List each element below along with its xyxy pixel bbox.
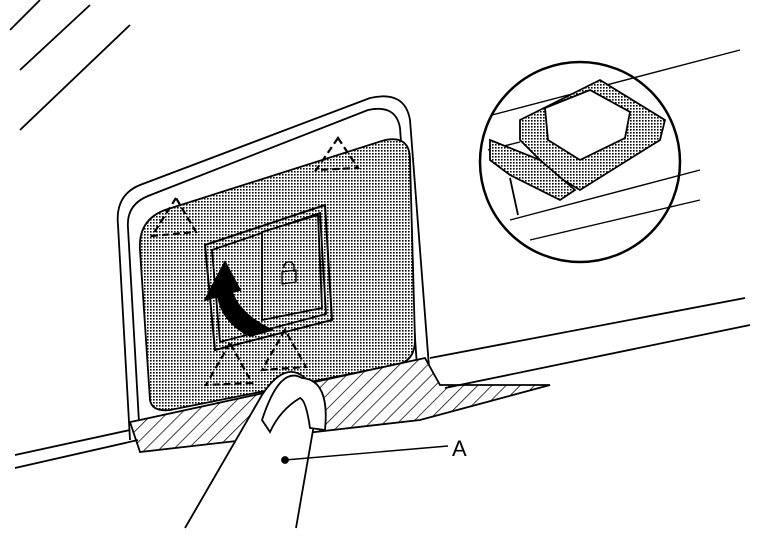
clip-triangles [149, 136, 360, 387]
trim-panel [116, 95, 431, 441]
door-sill [128, 356, 551, 453]
callout-label-a: A [452, 436, 467, 461]
switch-button [203, 203, 334, 352]
window-glass-lines [9, 0, 131, 131]
detail-inset [478, 49, 741, 264]
pry-arrow-icon [203, 260, 275, 337]
